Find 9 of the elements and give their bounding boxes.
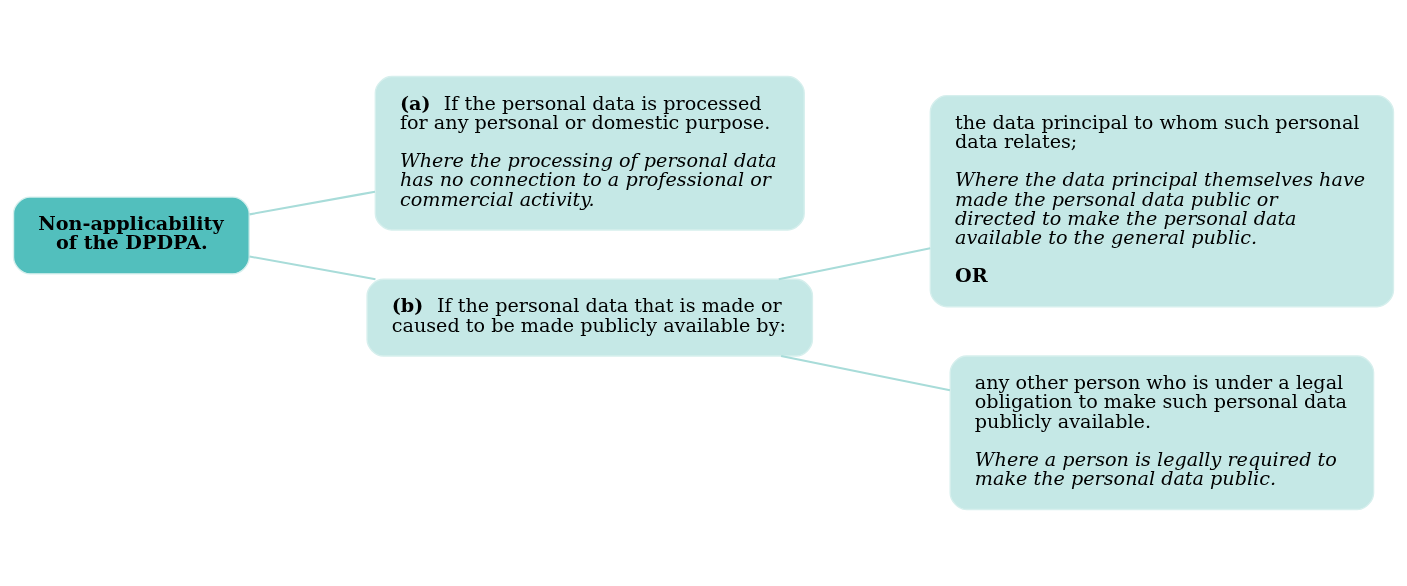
connector — [249, 255, 376, 281]
node-box: (b) If the personal data that is made or caused to be made publicly available by: — [366, 278, 814, 357]
connector — [249, 190, 376, 216]
node-box: (a) If the personal data is processed for any personal or domestic purpose. Where the processing of personal data has no connection to a professional or commercial activity. — [374, 75, 805, 231]
node-box: any other person who is under a legal obligation to make such personal data publicly available. Where a person is legally required to make the personal data public. — [949, 355, 1375, 511]
connector — [780, 355, 951, 392]
connector — [778, 247, 931, 281]
node-box: the data principal to whom such personal data relates; Where the data principal themselves have made the personal data public or directed to make the personal data available to the general public. OR — [929, 95, 1395, 308]
node-box: Non-applicability of the DPDPA. — [12, 196, 250, 275]
